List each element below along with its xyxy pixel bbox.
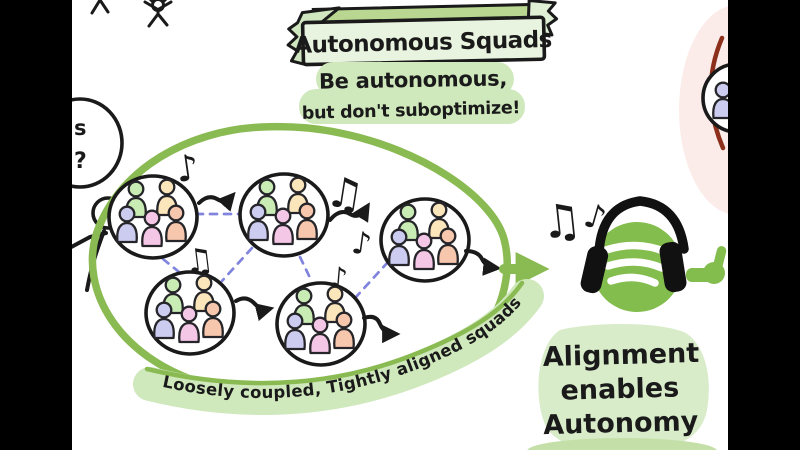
music-note-icon: ♪ xyxy=(173,147,201,191)
banner-title: Autonomous Squads xyxy=(294,27,552,59)
speech-bubble-text: s xyxy=(74,116,87,140)
letterbox-left xyxy=(0,0,72,450)
stick-figures-icon xyxy=(90,0,173,28)
speech-bubble-question: ? xyxy=(74,149,87,174)
alignment-line1: Alignment xyxy=(542,338,699,373)
alignment-line3: Autonomy xyxy=(543,406,699,441)
music-notes-inside: ♪ ♫ ♪ ♫ ♪ xyxy=(173,147,374,295)
thumbs-up-icon xyxy=(686,246,727,284)
music-notes-icon: ♫ xyxy=(182,239,216,281)
squad-4 xyxy=(146,272,234,354)
letterbox-right xyxy=(728,0,800,450)
music-notes-icon: ♫ xyxy=(323,166,368,220)
headphones-icon xyxy=(580,196,689,294)
music-notes-icon: ♫ xyxy=(538,192,585,250)
squad-connections xyxy=(161,212,390,299)
title-banner: Autonomous Squads xyxy=(286,0,559,67)
spotify-logo xyxy=(580,196,727,312)
squad-2 xyxy=(240,174,328,256)
squad-arrows xyxy=(197,191,502,344)
alignment-note: Alignment enables Autonomy xyxy=(527,324,717,450)
motto-line1: Be autonomous, xyxy=(319,66,507,93)
motto: Be autonomous, but don't suboptimize! xyxy=(299,62,525,124)
squad-3 xyxy=(381,199,469,281)
squad-5 xyxy=(277,283,365,365)
alignment-line2: enables xyxy=(560,373,679,407)
music-note-icon: ♪ xyxy=(328,260,349,294)
